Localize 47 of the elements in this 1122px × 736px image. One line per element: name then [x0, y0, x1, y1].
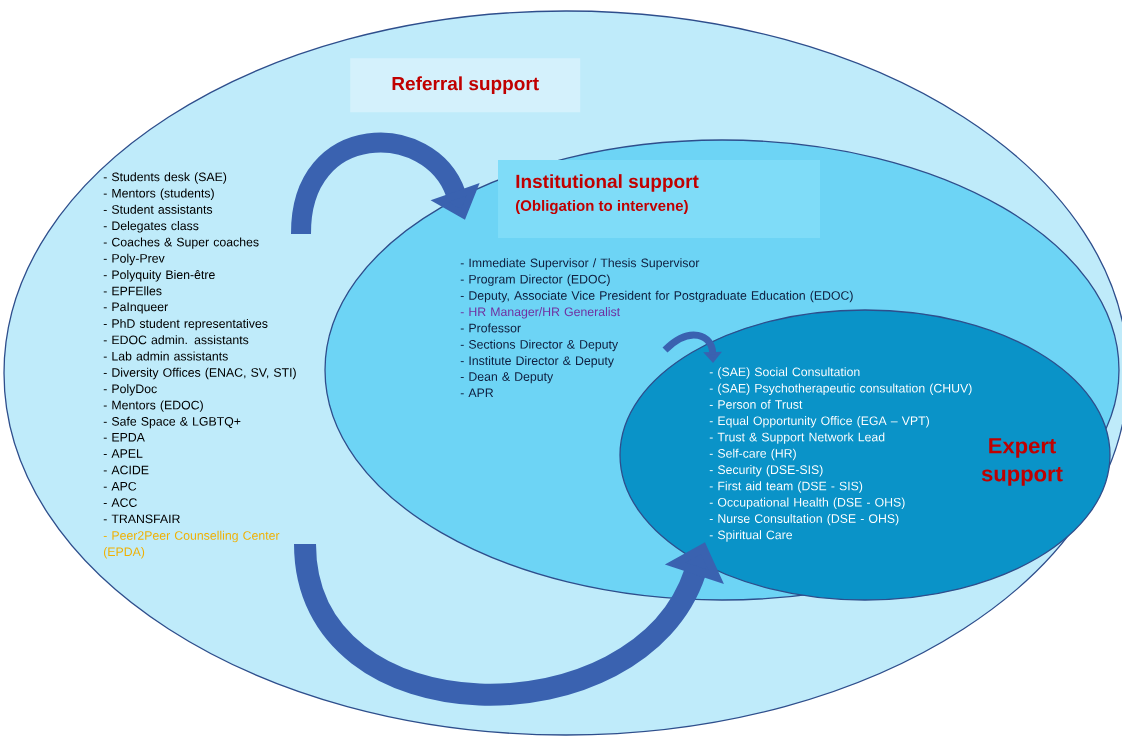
- list-item: - APC: [103, 481, 137, 491]
- list-item: - Occupational Health (DSE - OHS): [709, 497, 905, 510]
- list-item: - Immediate Supervisor / Thesis Supervisor: [460, 258, 700, 270]
- title-box: Referral support: [350, 58, 581, 113]
- list-item: - EDOC admin. assistants: [103, 335, 249, 345]
- list-item: - PhD student representatives: [103, 318, 268, 331]
- list-item: - Equal Opportunity Office (EGA – VPT): [709, 416, 929, 428]
- list-item: - Trust & Support Network Lead: [709, 432, 885, 444]
- section-title: Expert support: [981, 438, 1063, 486]
- list-item: - Diversity Offices (ENAC, SV, STI): [103, 367, 296, 380]
- list-item: - Program Director (EDOC): [460, 274, 610, 286]
- list-item: - Safe Space & LGBTQ+: [103, 416, 241, 429]
- list-item: - Poly-Prev: [103, 253, 165, 266]
- list-item: - Sections Director & Deputy: [460, 339, 619, 352]
- list-item: - Professor: [460, 323, 521, 333]
- list-item: - Mentors (students): [103, 188, 214, 200]
- list-item: - Deputy, Associate Vice President for Postgraduate Education (EDOC): [460, 290, 853, 303]
- list-item: - Student assistants: [103, 204, 213, 214]
- list-item: - Peer2Peer Counselling Center (EPDA): [103, 530, 280, 559]
- list-item: - HR Manager/HR Generalist: [460, 307, 620, 319]
- list-item: - APR: [460, 388, 494, 398]
- list-item: - (SAE) Social Consultation: [709, 367, 860, 379]
- list-item: - Coaches & Super coaches: [103, 237, 259, 249]
- list-item: - (SAE) Psychotherapeutic consultation (CHUV): [709, 383, 972, 395]
- list-item: - PolyDoc: [103, 384, 157, 396]
- list-item: - EPDA: [103, 433, 145, 442]
- list-item: - Person of Trust: [709, 399, 803, 409]
- list-item: - ACIDE: [103, 465, 149, 475]
- list-item: - ACC: [103, 498, 137, 507]
- list-item: - Mentors (EDOC): [103, 400, 203, 412]
- list-item: - First aid team (DSE - SIS): [709, 481, 863, 493]
- list-item: - Nurse Consultation (DSE - OHS): [709, 513, 899, 526]
- list-item: - Polyquity Bien-être: [103, 270, 215, 282]
- list-item: - Institute Director & Deputy: [460, 356, 614, 368]
- list-item: - Delegates class: [103, 221, 199, 233]
- list-item: - PaInqueer: [103, 302, 168, 314]
- list-item: - Security (DSE-SIS): [709, 465, 823, 477]
- list-item: - Self-care (HR): [709, 448, 796, 461]
- list-item: - Spiritual Care: [709, 530, 792, 542]
- list-item: - APEL: [103, 449, 143, 458]
- curved-arrow: [662, 331, 722, 363]
- list-item: - Lab admin assistants: [103, 351, 228, 361]
- list-item: - Students desk (SAE): [103, 172, 227, 184]
- list-item: - TRANSFAIR: [103, 514, 180, 524]
- list-item: - EPFElles: [103, 286, 162, 296]
- title-box: Institutional support (Obligation to intervene): [498, 160, 820, 238]
- list-item: - Dean & Deputy: [460, 372, 554, 384]
